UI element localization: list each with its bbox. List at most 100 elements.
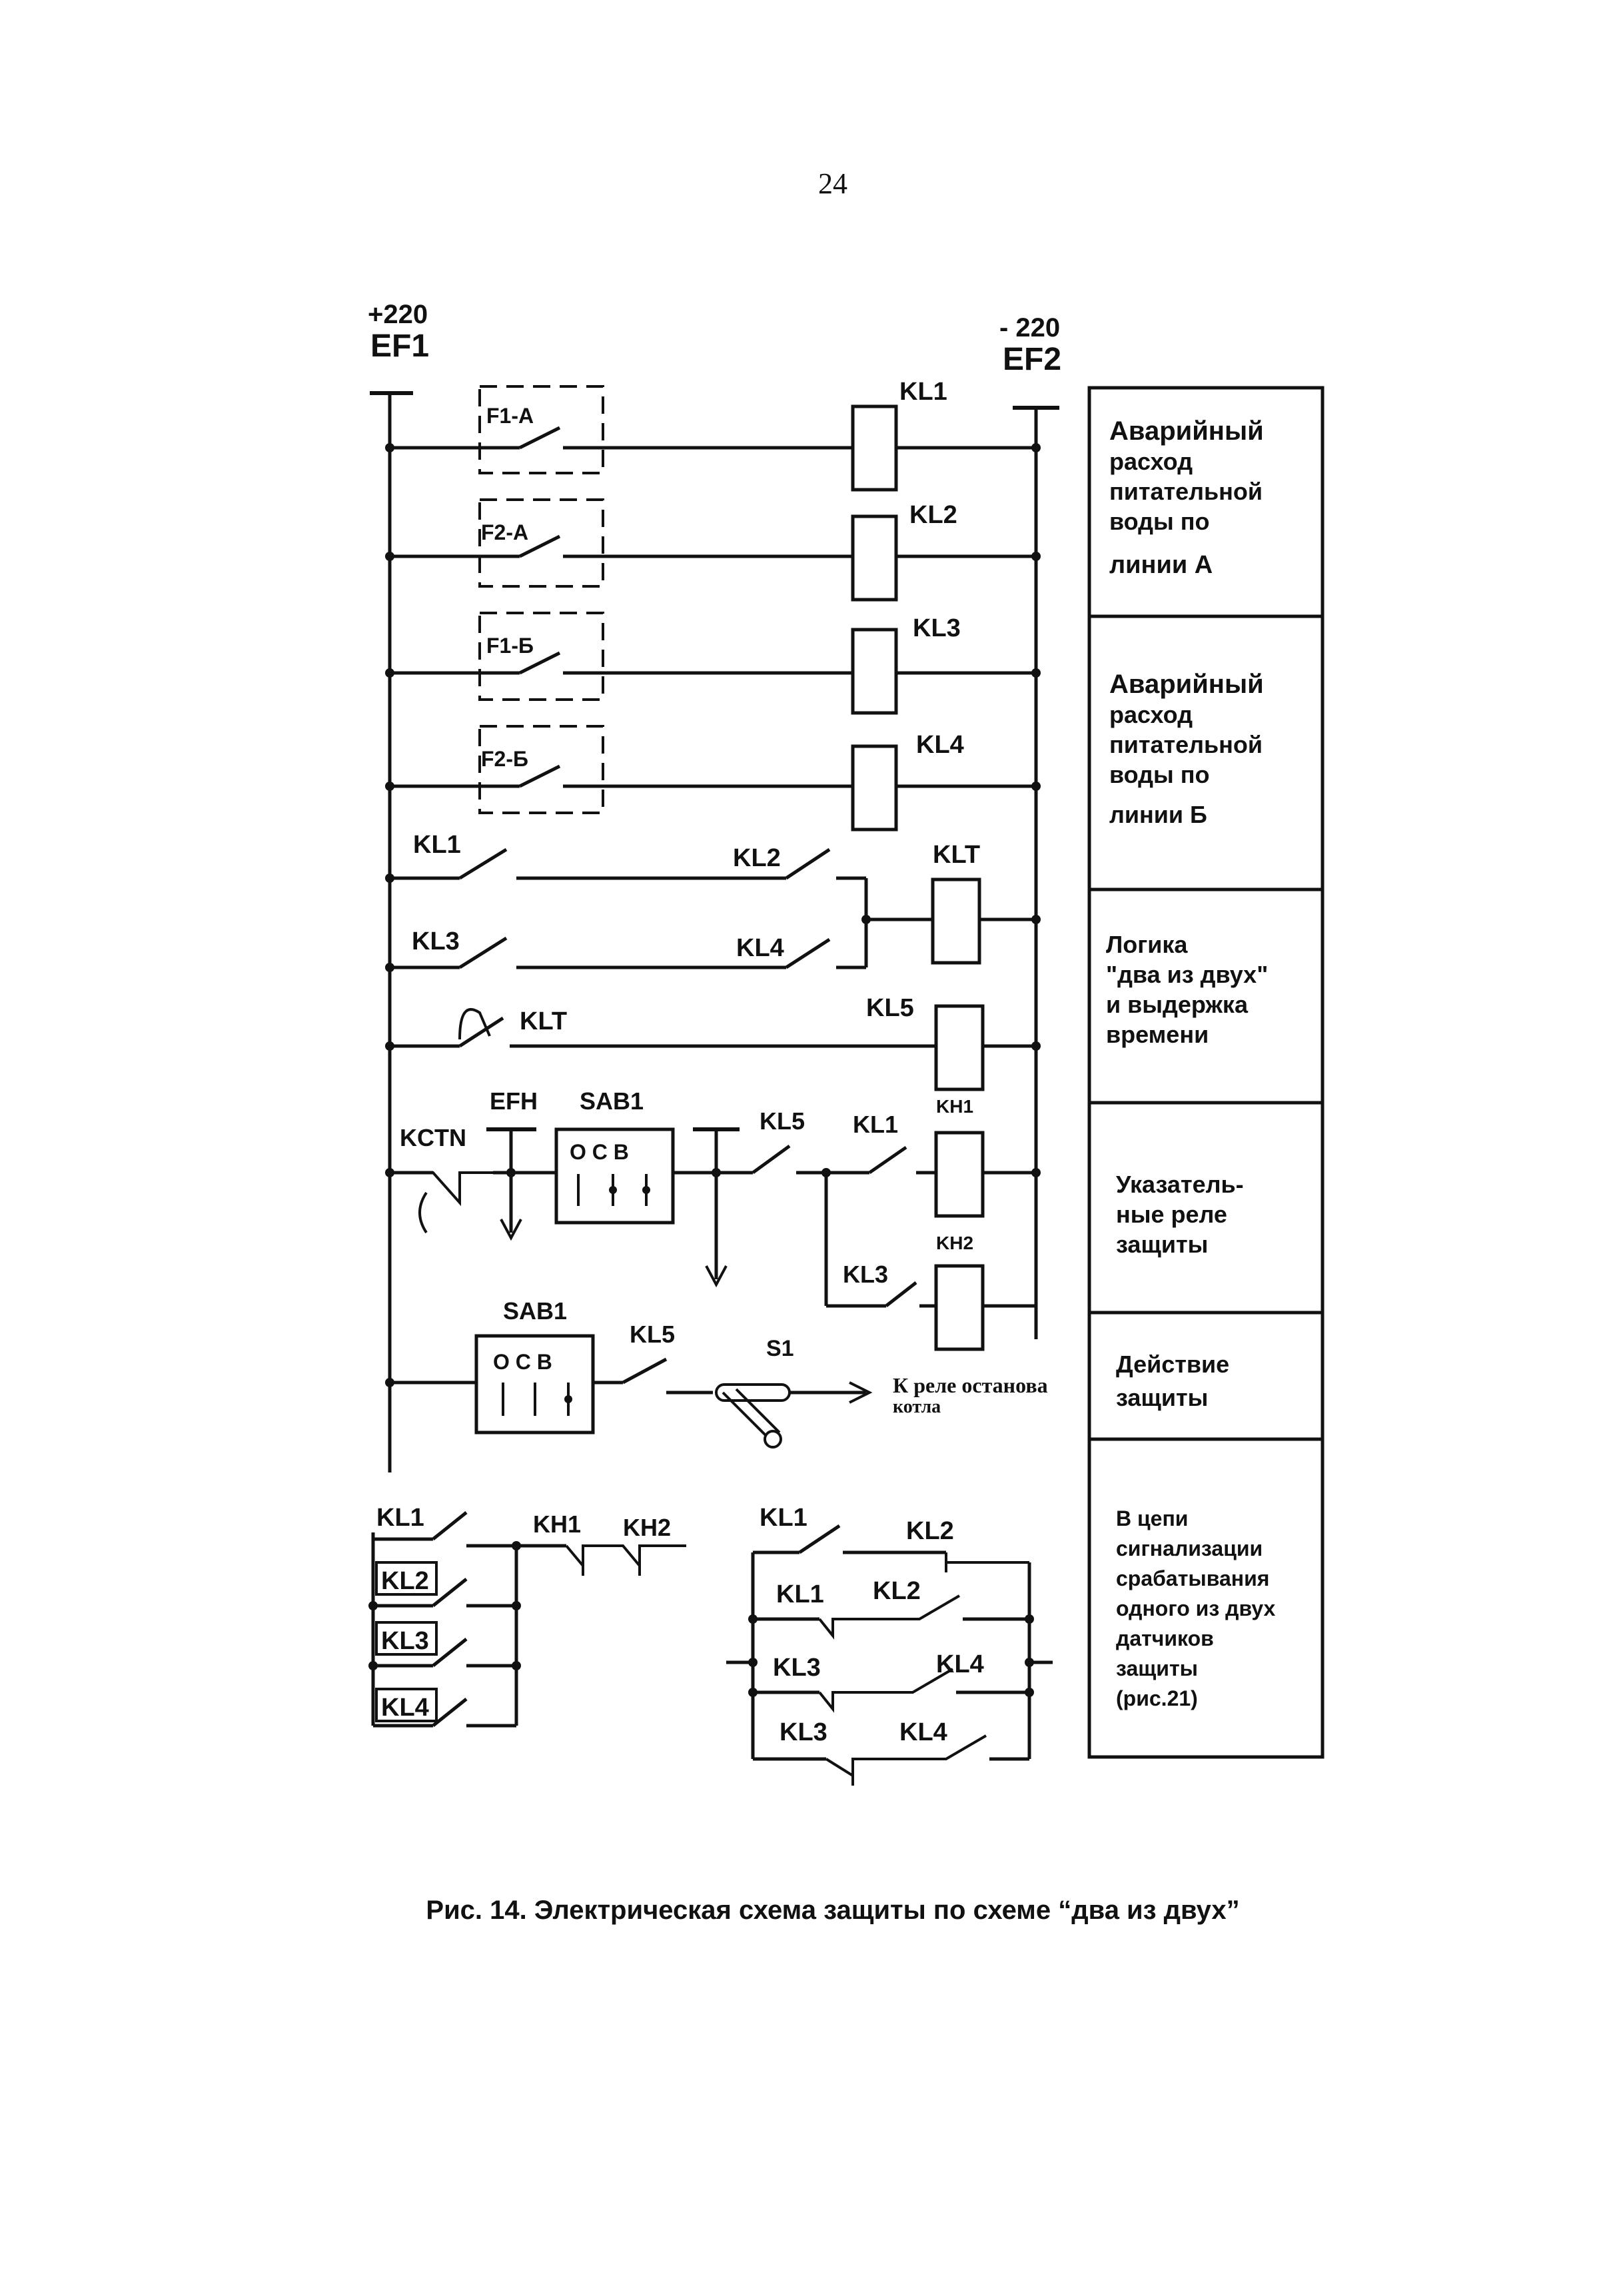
- kl5-contact-label-2: KL5: [630, 1321, 675, 1348]
- panel-sig-line-7: (рис.21): [1116, 1686, 1198, 1710]
- row-kl3-kl4: KL3 KL4: [385, 927, 866, 972]
- sab1-b-label: SAB1: [503, 1297, 567, 1325]
- f1b-dashed-box: [478, 612, 604, 701]
- bl-kh1-label: KH1: [533, 1510, 581, 1538]
- panel-section-logic: Логика "два из двух" и выдержка времени: [1106, 931, 1268, 1048]
- bl-kl2-label: KL2: [381, 1567, 429, 1595]
- left-rail-voltage: +220: [368, 300, 428, 329]
- kl1-contact2-label: KL1: [853, 1111, 898, 1138]
- panel-b-line-1: Аварийный: [1109, 670, 1264, 699]
- br-kl3a-label: KL3: [773, 1654, 821, 1682]
- klt-contact-label: KLT: [520, 1007, 567, 1035]
- bl-kl1-label: KL1: [376, 1504, 424, 1532]
- kl3-coil: [851, 628, 898, 715]
- kl3-contact2-label: KL3: [843, 1261, 888, 1288]
- panel-a-line-5: линии А: [1109, 551, 1213, 579]
- panel-logic-line-3: и выдержка: [1106, 991, 1249, 1018]
- klt-coil-label: KLT: [933, 841, 980, 869]
- figure-caption: Рис. 14. Электрическая схема защиты по с…: [426, 1896, 1239, 1925]
- row-f2b-kl4: F2-Б KL4: [385, 725, 1041, 832]
- bl-kl4-label: KL4: [381, 1694, 429, 1722]
- kl3-coil-label: KL3: [913, 614, 961, 642]
- kl4-coil: [851, 744, 898, 832]
- sab1-switch-a: [554, 1127, 675, 1225]
- panel-logic-line-2: "два из двух": [1106, 961, 1268, 988]
- s1-switch-icon: [715, 1383, 791, 1448]
- panel-logic-line-1: Логика: [1106, 931, 1188, 958]
- panel-sig-line-5: датчиков: [1116, 1626, 1214, 1650]
- kl4-contact-label: KL4: [736, 934, 784, 962]
- panel-sig-line-6: защиты: [1116, 1656, 1198, 1680]
- panel-action-line-1: Действие: [1116, 1351, 1229, 1378]
- s1-label: S1: [766, 1336, 794, 1361]
- row-protection-action: SAB1 О С В KL5 S1 К реле останова котла: [385, 1297, 1048, 1448]
- bl-kl3-label: KL3: [381, 1627, 429, 1655]
- panel-b-line-3: питательной: [1109, 731, 1263, 758]
- panel-logic-line-4: времени: [1106, 1021, 1209, 1048]
- f2b-dashed-box: [478, 725, 604, 814]
- panel-ind-line-3: защиты: [1116, 1231, 1208, 1258]
- kl1-contact-label: KL1: [413, 831, 461, 859]
- panel-section-indicator-relays: Указатель- ные реле защиты: [1116, 1171, 1244, 1258]
- panel-section-signalling: В цепи сигнализации срабатывания одного …: [1116, 1506, 1276, 1710]
- f1b-label: F1-Б: [486, 634, 534, 658]
- br-kl1a-label: KL1: [760, 1504, 807, 1532]
- efh-label: EFH: [490, 1087, 538, 1115]
- row-klt-kl5: KLT KL5: [385, 994, 1041, 1091]
- f1a-label: F1-A: [486, 404, 534, 428]
- panel-sig-line-4: одного из двух: [1116, 1596, 1276, 1620]
- side-panel: Аварийный расход питательной воды по лин…: [1087, 386, 1325, 1759]
- kl5-contact-label-1: KL5: [760, 1107, 805, 1135]
- right-rail: [1013, 406, 1059, 1339]
- kctn-label: KCTN: [400, 1124, 466, 1151]
- row-f2a-kl2: F2-A KL2: [385, 498, 1041, 602]
- to-boiler-stop-relay-2: котла: [893, 1397, 941, 1417]
- row-signal-relays: KCTN EFH SAB1 О С В KL5 KL1 KH1 KL3 KH2: [385, 1087, 1041, 1351]
- left-rail: [370, 391, 413, 1472]
- kl1-coil-label: KL1: [899, 378, 947, 406]
- f2b-label: F2-Б: [481, 747, 528, 771]
- f1a-dashed-box: [478, 385, 604, 474]
- sab1-b-positions: О С В: [493, 1350, 552, 1374]
- to-boiler-stop-relay: К реле останова: [893, 1373, 1048, 1397]
- left-rail-name: EF1: [370, 328, 429, 364]
- panel-sig-line-2: сигнализации: [1116, 1536, 1263, 1560]
- br-kl2a-label: KL2: [906, 1517, 954, 1545]
- time-delay-icon: [458, 1008, 491, 1040]
- kl4-coil-label: KL4: [916, 731, 964, 759]
- kl3-contact-label: KL3: [412, 927, 460, 955]
- kh1-coil-label: KH1: [936, 1096, 973, 1117]
- br-kl4b-label: KL4: [899, 1718, 947, 1746]
- panel-section-line-b: Аварийный расход питательной воды по лин…: [1109, 670, 1264, 828]
- br-kl2b-label: KL2: [873, 1577, 921, 1605]
- panel-section-line-a: Аварийный расход питательной воды по лин…: [1109, 416, 1264, 579]
- right-rail-name: EF2: [1003, 342, 1061, 377]
- kctn-contact: [403, 1171, 493, 1207]
- kl2-coil-label: KL2: [909, 501, 957, 529]
- kh1-coil: [934, 1131, 985, 1218]
- panel-action-line-2: защиты: [1116, 1384, 1208, 1411]
- kctn-thermal-icon: [418, 1191, 428, 1234]
- klt-coil: [931, 877, 981, 965]
- row-f1b-kl3: F1-Б KL3: [385, 612, 1041, 715]
- sab1-a-positions: О С В: [570, 1140, 629, 1164]
- kh2-coil: [934, 1264, 985, 1351]
- panel-a-line-3: питательной: [1109, 478, 1263, 505]
- kl5-coil-label: KL5: [866, 994, 914, 1022]
- br-kl1b-label: KL1: [776, 1580, 824, 1608]
- kl2-contact-label: KL2: [733, 844, 781, 872]
- panel-a-line-1: Аварийный: [1109, 416, 1264, 446]
- panel-a-line-4: воды по: [1109, 508, 1210, 535]
- panel-sig-line-3: срабатывания: [1116, 1566, 1269, 1590]
- kl1-coil: [851, 404, 898, 492]
- panel-b-line-5: линии Б: [1109, 801, 1207, 828]
- page-number: 24: [818, 167, 847, 200]
- right-rail-voltage: - 220: [999, 313, 1060, 342]
- row-f1a-kl1: F1-A KL1: [385, 378, 1041, 492]
- panel-section-action: Действие защиты: [1116, 1351, 1229, 1411]
- br-kl3b-label: KL3: [780, 1718, 827, 1746]
- panel-sig-line-1: В цепи: [1116, 1506, 1188, 1530]
- kl2-coil: [851, 514, 898, 602]
- f2a-dashed-box: [478, 498, 604, 588]
